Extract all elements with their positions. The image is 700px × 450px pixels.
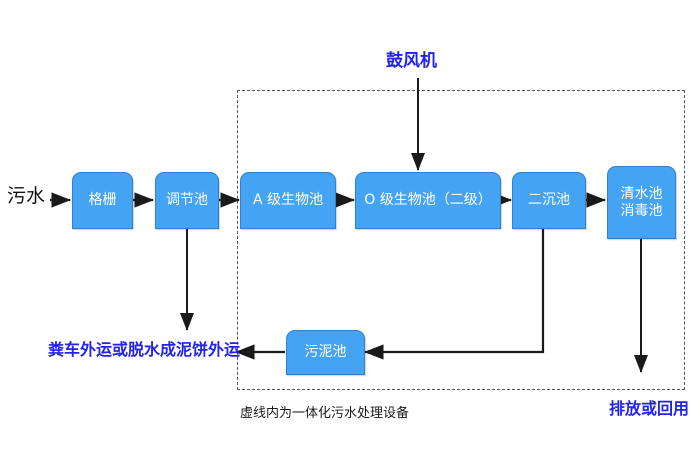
label-inlet-wastewater-text: 污水 [7,185,46,207]
node-a-level-bio-pool[interactable]: A 级生物池 [240,172,336,229]
caption-integrated-equipment-text: 虚线内为一体化污水处理设备 [240,406,410,421]
integrated-equipment-boundary [237,90,685,390]
node-o-level-bio-pool-label: O 级生物池（二级） [364,192,492,209]
label-discharge-or-reuse-text: 排放或回用 [609,399,690,418]
node-regulating-pool-label: 调节池 [166,192,208,209]
node-o-level-bio-pool[interactable]: O 级生物池（二级） [355,172,501,229]
node-sludge-pool[interactable]: 污泥池 [286,330,365,375]
node-a-level-bio-pool-label: A 级生物池 [252,192,324,209]
label-inlet-wastewater: 污水 [7,186,45,207]
caption-integrated-equipment: 虚线内为一体化污水处理设备 [240,402,409,421]
node-sludge-pool-label: 污泥池 [304,344,347,361]
label-discharge-or-reuse: 排放或回用 [609,400,689,418]
node-regulating-pool[interactable]: 调节池 [155,172,219,229]
label-blower-text: 鼓风机 [386,51,437,71]
label-blower: 鼓风机 [386,52,437,71]
node-clearwater-disinfection-pool-label: 清水池 消毒池 [620,186,663,219]
node-secondary-settling-tank[interactable]: 二沉池 [512,172,586,229]
node-grille-label: 格栅 [88,192,117,209]
label-sludge-disposal: 粪车外运或脱水成泥饼外运 [48,341,240,359]
node-grille[interactable]: 格栅 [72,172,133,229]
node-clearwater-disinfection-pool[interactable]: 清水池 消毒池 [607,166,676,239]
label-sludge-disposal-text: 粪车外运或脱水成泥饼外运 [48,340,241,359]
node-secondary-settling-tank-label: 二沉池 [528,192,570,209]
